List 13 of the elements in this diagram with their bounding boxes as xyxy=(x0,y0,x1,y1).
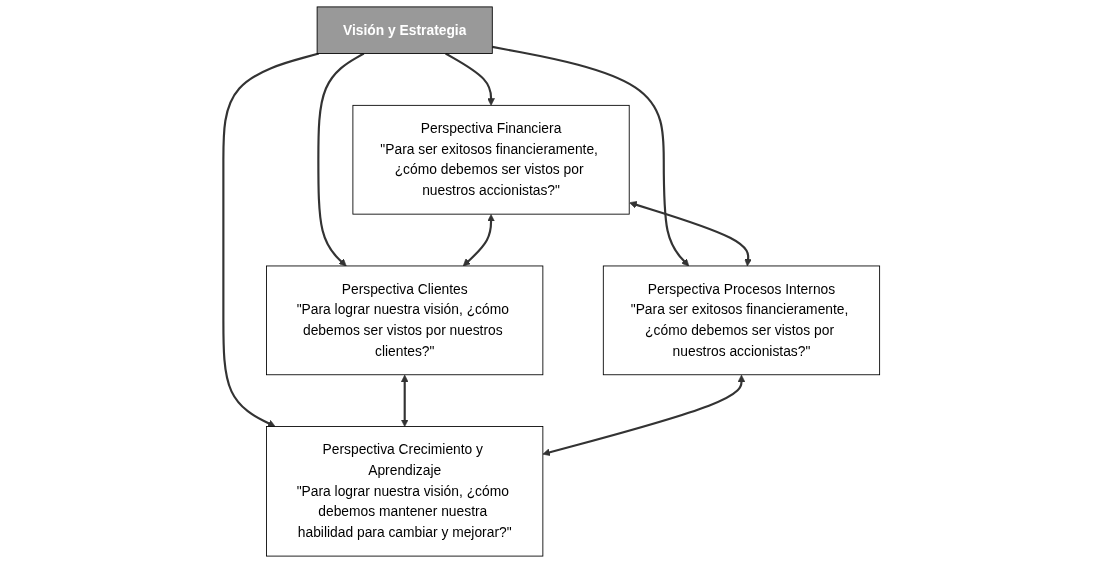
arrow xyxy=(317,52,365,267)
arrow xyxy=(445,52,495,106)
node-box: Perspectiva Crecimiento y Aprendizaje "Para lograr nuestra visión, ¿cómo debemos mantener nuestra habilidad para cambiar y mejorar?" xyxy=(266,426,544,557)
node-box: Visión y Estrategia xyxy=(316,6,493,54)
node-box: Perspectiva Procesos Internos "Para ser exitosos financieramente, ¿cómo debemos ser vistos por nuestros accionistas?" xyxy=(602,265,881,376)
arrow xyxy=(462,214,495,267)
arrow xyxy=(542,374,746,456)
arrow xyxy=(222,52,320,427)
node-box: Perspectiva Clientes "Para lograr nuestra visión, ¿cómo debemos ser vistos por nuestros clientes?" xyxy=(266,265,544,376)
node-box: Perspectiva Financiera "Para ser exitosos financieramente, ¿cómo debemos ser vistos por nuestros accionistas?" xyxy=(352,104,630,215)
arrow xyxy=(492,45,690,267)
arrow xyxy=(629,201,752,267)
arrow xyxy=(400,374,409,427)
